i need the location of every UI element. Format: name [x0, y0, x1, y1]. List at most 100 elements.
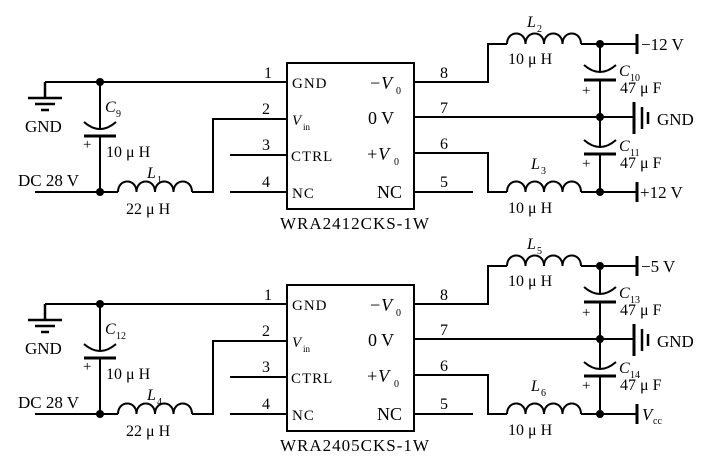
vneg-cap-value: 47 μ F — [620, 302, 662, 319]
vneg-cap-polarity: + — [582, 83, 590, 99]
vneg-cap-polarity: + — [582, 305, 590, 321]
ic-pin2-label: V — [292, 335, 303, 351]
pin7-number: 7 — [440, 322, 448, 339]
vneg-wire — [414, 43, 507, 83]
vneg-cap-curved-plate — [583, 64, 617, 73]
vneg-wire — [414, 265, 507, 305]
junction-dot — [96, 300, 104, 308]
pin4-number: 4 — [262, 174, 270, 191]
vpos-wire — [414, 374, 507, 415]
input-cap-value: 10 μ H — [106, 366, 151, 383]
vneg-cap-curved-plate — [583, 286, 617, 295]
input-cap-curved-plate — [83, 121, 117, 130]
ic-pin5-label: NC — [377, 404, 402, 424]
ic-pin6-label-sub: 0 — [394, 379, 399, 390]
vneg-cap-ref: C — [619, 285, 630, 302]
zero-cap-ref-sub: 11 — [630, 148, 640, 159]
ic-pin1-label: GND — [292, 298, 328, 314]
input-cap-ref-sub: 9 — [116, 109, 121, 120]
zero-cap-polarity: + — [582, 378, 590, 394]
vneg-terminal-label: −5 V — [641, 257, 676, 276]
output-ground-icon-bars — [640, 329, 650, 351]
ic-body — [286, 284, 415, 432]
input-inductor-ref-sub: 4 — [157, 397, 162, 408]
vpos-inductor-ref: L — [530, 156, 540, 173]
input-inductor — [117, 402, 193, 415]
ic-pin2-label: V — [292, 113, 303, 129]
ic-pin4-label: NC — [292, 408, 315, 424]
vin-wire — [192, 340, 287, 415]
vneg-inductor-value: 10 μ H — [508, 273, 553, 290]
input-inductor — [117, 180, 193, 193]
junction-dot — [596, 262, 604, 270]
pin8-number: 8 — [440, 287, 448, 304]
ic-pin6-label-sub: 0 — [394, 157, 399, 168]
input-cap-ref: C — [105, 99, 116, 116]
junction-dot — [596, 335, 604, 343]
input-gnd-label: GND — [25, 117, 62, 136]
ic-pin8-label-sub: 0 — [396, 308, 401, 319]
vpos-inductor-value: 10 μ H — [508, 200, 553, 217]
input-cap-value: 10 μ H — [106, 144, 151, 161]
input-cap-polarity: + — [83, 359, 91, 375]
junction-dot — [596, 40, 604, 48]
dc-source-label: DC 28 V — [18, 393, 80, 412]
ic-pin2-label-sub: in — [303, 122, 311, 132]
vpos-inductor-ref-sub: 6 — [541, 388, 546, 399]
vneg-cap-ref: C — [619, 63, 630, 80]
junction-dot — [596, 410, 604, 418]
ic-pin7-label: 0 V — [368, 108, 394, 128]
vneg-cap-ref-sub: 13 — [630, 295, 640, 306]
zero-cap-value: 47 μ F — [620, 377, 662, 394]
vpos-inductor-ref-sub: 3 — [541, 166, 546, 177]
pin6-number: 6 — [440, 358, 448, 375]
vneg-inductor-value: 10 μ H — [508, 51, 553, 68]
vneg-inductor — [506, 32, 582, 45]
input-cap-ref-sub: 12 — [116, 331, 126, 342]
ic-pin3-label: CTRL — [291, 149, 333, 165]
input-inductor-ref: L — [146, 387, 156, 404]
zero-cap-curved-plate — [583, 361, 617, 370]
pin8-number: 8 — [440, 65, 448, 82]
vneg-inductor-ref-sub: 5 — [537, 246, 542, 257]
circuit-wra2405: GND + C 12 10 μ H DC 28 V L 4 22 μ H 1 2… — [18, 236, 694, 455]
ic-pin5-label: NC — [377, 182, 402, 202]
zero-cap-value: 47 μ F — [620, 155, 662, 172]
input-inductor-ref-sub: 1 — [157, 175, 162, 186]
zero-cap-ref: C — [619, 138, 630, 155]
junction-dot — [96, 78, 104, 86]
junction-dot — [96, 188, 104, 196]
vneg-cap-ref-sub: 10 — [630, 73, 640, 84]
junction-dot — [96, 410, 104, 418]
ic-part-number: WRA2405CKS-1W — [280, 436, 430, 455]
ic-pin2-label-sub: in — [303, 344, 311, 354]
pin3-number: 3 — [262, 359, 270, 376]
ic-pin8-label: −V — [369, 73, 394, 93]
vpos-terminal-label: +12 V — [640, 183, 684, 202]
zero-cap-polarity: + — [582, 156, 590, 172]
pin7-number: 7 — [440, 100, 448, 117]
circuit-wra2412: GND + C 9 10 μ H DC 28 V L 1 22 μ H 1 2 … — [18, 14, 694, 233]
pin5-number: 5 — [440, 396, 448, 413]
pin5-number: 5 — [440, 174, 448, 191]
junction-dot — [596, 113, 604, 121]
junction-dot — [596, 188, 604, 196]
ic-pin6-label: +V — [366, 366, 391, 386]
input-cap-ref: C — [105, 321, 116, 338]
input-ground-icon — [28, 82, 62, 112]
ic-pin8-label: −V — [369, 295, 394, 315]
zero-cap-ref-sub: 14 — [630, 370, 640, 381]
vneg-inductor — [506, 254, 582, 267]
input-cap-polarity: + — [83, 137, 91, 153]
ic-pin3-label: CTRL — [291, 371, 333, 387]
vpos-inductor — [506, 402, 582, 415]
output-gnd-label: GND — [657, 332, 694, 351]
ic-part-number: WRA2412CKS-1W — [280, 214, 430, 233]
vcc-terminal-label-sub: cc — [653, 416, 662, 427]
vpos-inductor — [506, 180, 582, 193]
dc-source-label: DC 28 V — [18, 171, 80, 190]
vpos-inductor-value: 10 μ H — [508, 422, 553, 439]
ic-pin7-label: 0 V — [368, 330, 394, 350]
